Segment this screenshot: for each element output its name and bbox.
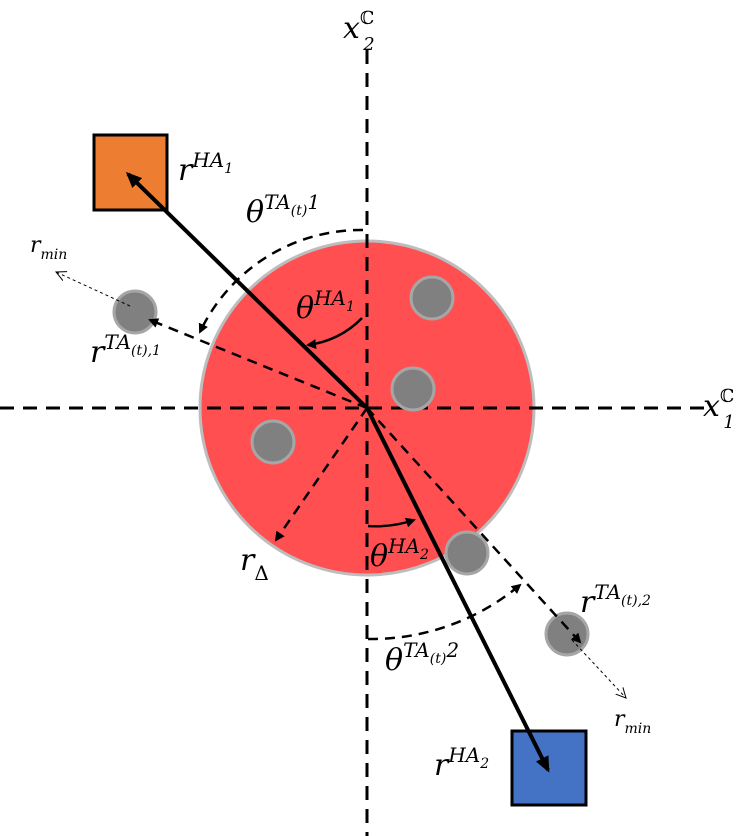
r-min-2-arrow — [571, 639, 626, 698]
user-dot — [444, 530, 490, 576]
r-ha2-label: rHA2 — [434, 743, 489, 783]
r-min-2-label: rmin — [614, 707, 651, 737]
user-dot — [409, 275, 455, 321]
ha2-direction-line — [365, 407, 550, 773]
theta-ha2-label: θHA2 — [370, 534, 429, 574]
r-ta2-label: rTA(t),2 — [580, 580, 651, 620]
r-delta-arrow — [274, 407, 369, 542]
r-min-1-arrow — [56, 272, 131, 307]
theta-ha1-label: θHA1 — [296, 286, 355, 326]
theta-ha2-arc — [367, 517, 416, 528]
r-min-1-label: rmin — [30, 233, 67, 263]
user-dot — [390, 366, 436, 412]
ta1-direction-line — [148, 318, 368, 410]
theta-ta1-label: θTA(t)1 — [246, 190, 320, 230]
r-ha1-label: rHA1 — [178, 148, 233, 188]
ta2-user-dot — [544, 611, 590, 657]
ta1-user-dot — [112, 289, 158, 335]
user-dot — [250, 419, 296, 465]
ta2-direction-line — [366, 407, 582, 644]
r-delta-label: rΔ — [240, 543, 269, 585]
theta-ta1-arc — [198, 228, 364, 334]
r-ta1-label: rTA(t),1 — [90, 330, 161, 370]
ha1-direction-line — [125, 171, 369, 410]
theta-ta2-arc — [367, 583, 522, 641]
theta-ha1-arc — [306, 317, 363, 349]
theta-ta2-label: θTA(t)2 — [385, 638, 459, 678]
